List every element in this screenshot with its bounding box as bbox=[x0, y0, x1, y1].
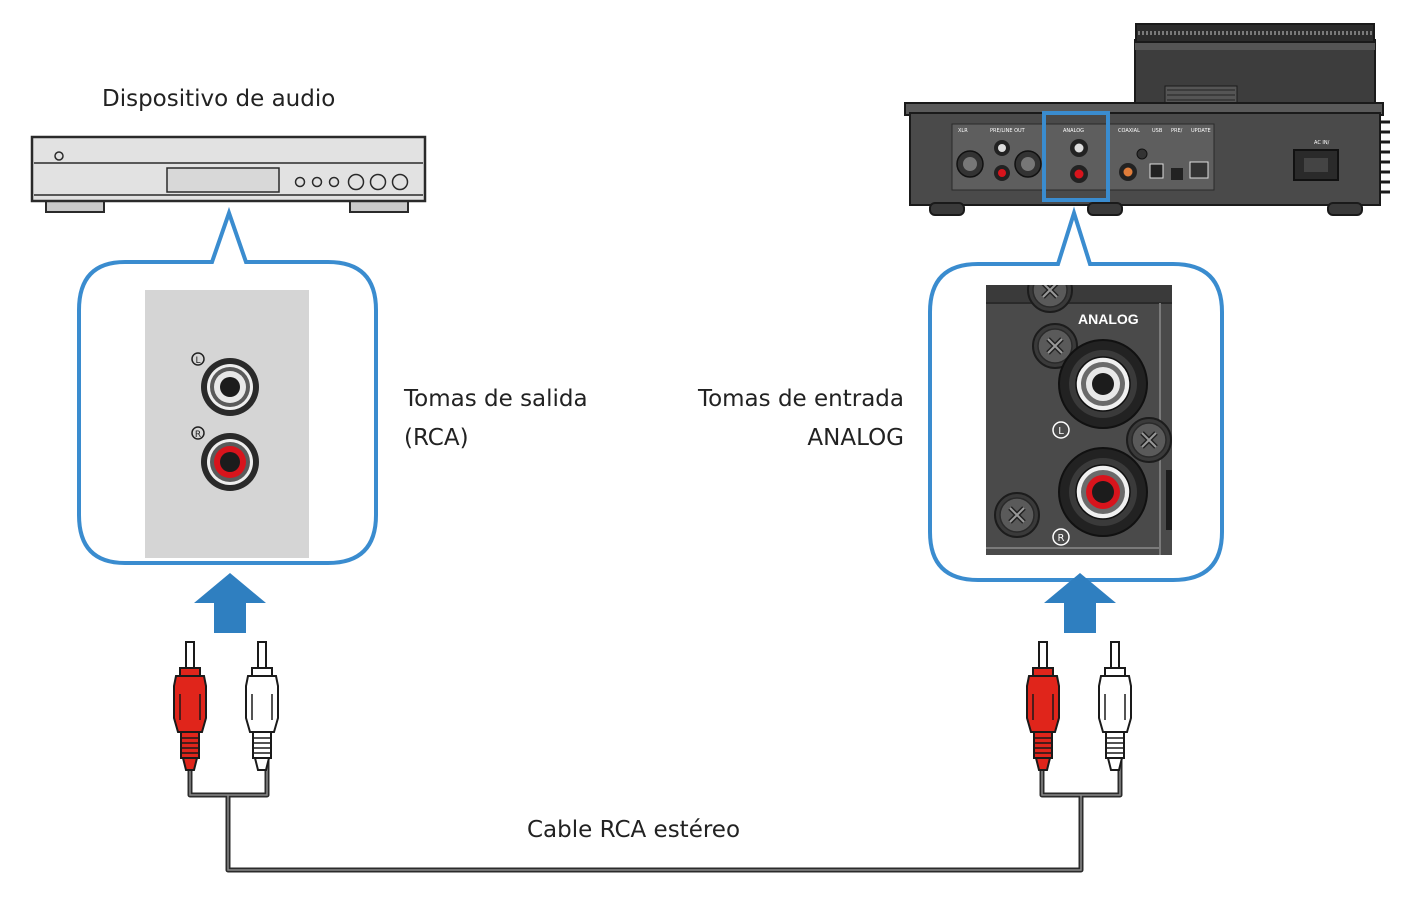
output-jacks-label-line1: Tomas de salida bbox=[404, 386, 588, 412]
rca-plug-red-left bbox=[173, 641, 207, 771]
input-jacks-label-line1: Tomas de entrada bbox=[697, 386, 904, 412]
analog-panel-title: ANALOG bbox=[1078, 311, 1139, 327]
svg-text:PRE/: PRE/ bbox=[1171, 128, 1183, 134]
source-device-label: Dispositivo de audio bbox=[102, 86, 336, 112]
rca-plug-white-left bbox=[245, 641, 279, 771]
jack-right-marker: R bbox=[195, 430, 201, 440]
jack-left-marker: L bbox=[195, 356, 200, 366]
amplifier-illustration: XLR PRE/LINE OUT ANALOG COAXIAL USB PRE/… bbox=[904, 23, 1390, 216]
input-jacks-callout: ANALOG L R bbox=[928, 206, 1224, 582]
rca-plug-red-right bbox=[1026, 641, 1060, 771]
rca-cable bbox=[187, 736, 1123, 873]
panel-right-marker: R bbox=[1058, 533, 1065, 544]
cable-label: Cable RCA estéreo bbox=[527, 817, 741, 843]
svg-text:XLR: XLR bbox=[958, 128, 968, 134]
svg-text:ANALOG: ANALOG bbox=[1063, 128, 1084, 134]
panel-left-marker: L bbox=[1058, 426, 1064, 437]
rca-cable-highlight bbox=[189, 736, 1121, 871]
svg-text:USB: USB bbox=[1152, 128, 1163, 134]
svg-text:AC IN/: AC IN/ bbox=[1314, 140, 1330, 146]
insert-arrow-right bbox=[1044, 573, 1116, 633]
svg-text:UPDATE: UPDATE bbox=[1191, 128, 1211, 134]
output-jacks-label-line2: (RCA) bbox=[404, 425, 469, 451]
output-jacks-callout: L R bbox=[77, 206, 378, 565]
audio-device-illustration bbox=[30, 135, 427, 213]
insert-arrow-left bbox=[194, 573, 266, 633]
rca-plug-white-right bbox=[1098, 641, 1132, 771]
svg-text:PRE/LINE OUT: PRE/LINE OUT bbox=[990, 128, 1026, 134]
input-jacks-label-line2: ANALOG bbox=[807, 425, 904, 451]
svg-text:COAXIAL: COAXIAL bbox=[1118, 128, 1140, 134]
